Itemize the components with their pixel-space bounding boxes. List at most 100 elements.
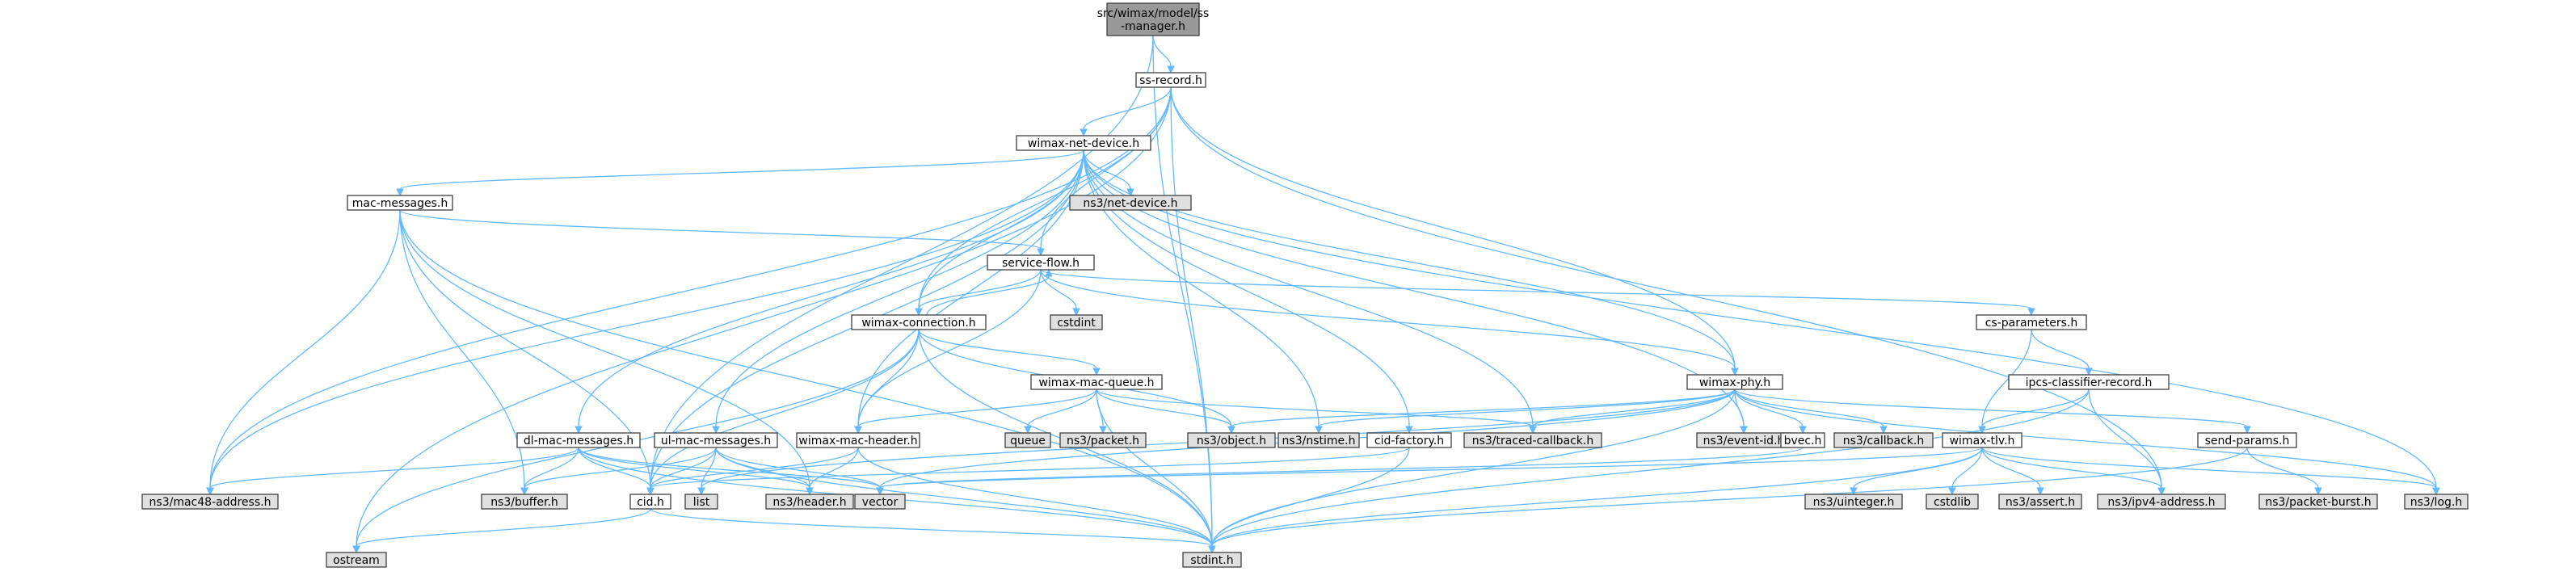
node-ss-record[interactable]: ss-record.h	[1135, 72, 1206, 88]
edge-ss-record-to-stdint	[1170, 86, 1216, 554]
node-ns3-event-id[interactable]: ns3/event-id.h	[1696, 432, 1791, 448]
node-box	[1050, 314, 1103, 330]
edge-wimax-net-device-to-dl-mac-messages	[575, 149, 1084, 435]
node-label: list	[693, 496, 710, 509]
edge-cs-parameters-to-ipcs-classifier-record	[2031, 329, 2093, 376]
node-ns3-packet-burst[interactable]: ns3/packet-burst.h	[2258, 494, 2378, 510]
node-wimax-mac-header[interactable]: wimax-mac-header.h	[796, 432, 920, 448]
node-label: ns3/traced-callback.h	[1472, 435, 1594, 447]
edge-wimax-tlv-to-ns3-log	[1981, 447, 2440, 496]
edge-dl-mac-messages-to-vector	[578, 447, 884, 496]
node-ns3-nstime[interactable]: ns3/nstime.h	[1277, 432, 1360, 448]
node-ostream[interactable]: ostream	[326, 552, 387, 568]
node-ns3-object[interactable]: ns3/object.h	[1187, 432, 1276, 448]
node-box	[765, 494, 854, 510]
node-wimax-tlv[interactable]: wimax-tlv.h	[1942, 432, 2022, 448]
nodes-layer: src/wimax/model/ss-manager.h ss-record.h w…	[141, 2, 2469, 568]
node-ns3-assert[interactable]: ns3/assert.h	[1998, 494, 2082, 510]
edge-wimax-mac-queue-to-queue	[1024, 389, 1097, 435]
node-label: ns3/buffer.h	[490, 496, 558, 509]
edge-wimax-phy-to-ns3-callback	[1734, 389, 1888, 435]
node-ipcs-classifier-record[interactable]: ipcs-classifier-record.h	[2008, 374, 2170, 390]
node-label: mac-messages.h	[352, 197, 448, 210]
node-cstdlib[interactable]: cstdlib	[1926, 494, 1979, 510]
node-ss-manager[interactable]: src/wimax/model/ss-manager.h	[1097, 2, 1210, 36]
edge-mac-messages-to-ns3-mac48-address	[206, 209, 401, 496]
node-box	[1135, 72, 1206, 88]
node-label: dl-mac-messages.h	[524, 435, 633, 447]
node-send-params[interactable]: send-params.h	[2197, 432, 2297, 448]
edge-wimax-mac-queue-to-wimax-mac-header	[854, 389, 1097, 435]
node-wimax-net-device[interactable]: wimax-net-device.h	[1016, 135, 1151, 151]
node-vector[interactable]: vector	[854, 494, 906, 510]
node-label: ns3/ipv4-address.h	[2107, 496, 2215, 509]
edge-wimax-phy-to-bvec	[1734, 389, 1807, 435]
node-label: ns3/event-id.h	[1703, 435, 1785, 447]
node-box	[796, 432, 920, 448]
node-box	[684, 494, 718, 510]
node-ns3-uinteger[interactable]: ns3/uinteger.h	[1804, 494, 1903, 510]
node-label: service-flow.h	[1002, 257, 1080, 270]
node-ns3-header[interactable]: ns3/header.h	[765, 494, 854, 510]
node-ns3-mac48-address[interactable]: ns3/mac48-address.h	[141, 494, 279, 510]
node-box	[1780, 432, 1825, 448]
node-box	[141, 494, 279, 510]
node-box	[1926, 494, 1979, 510]
node-ns3-buffer[interactable]: ns3/buffer.h	[481, 494, 568, 510]
node-mac-messages[interactable]: mac-messages.h	[347, 195, 453, 211]
node-ns3-log[interactable]: ns3/log.h	[2404, 494, 2469, 510]
node-ul-mac-messages[interactable]: ul-mac-messages.h	[654, 432, 778, 448]
edge-cid-factory-to-cid	[646, 447, 1410, 496]
edge-wimax-phy-to-ns3-traced-callback	[1529, 389, 1736, 435]
node-box	[1187, 432, 1276, 448]
edge-wimax-net-device-to-ul-mac-messages	[712, 149, 1084, 435]
node-queue[interactable]: queue	[1004, 432, 1051, 448]
node-label: wimax-phy.h	[1699, 376, 1770, 389]
node-box	[2097, 494, 2226, 510]
node-cstdint[interactable]: cstdint	[1050, 314, 1103, 330]
edge-wimax-mac-header-to-ns3-header	[806, 447, 859, 496]
node-ns3-net-device[interactable]: ns3/net-device.h	[1069, 195, 1192, 211]
node-box	[1182, 552, 1242, 568]
node-label: ss-record.h	[1139, 74, 1202, 87]
edge-wimax-mac-queue-to-stdint	[1096, 389, 1216, 554]
node-label: ns3/packet.h	[1067, 435, 1139, 447]
node-box	[516, 432, 641, 448]
node-ns3-traced-callback[interactable]: ns3/traced-callback.h	[1463, 432, 1602, 448]
node-box	[1059, 432, 1147, 448]
node-box	[629, 494, 671, 510]
node-label: cs-parameters.h	[1985, 317, 2078, 330]
node-label: cstdint	[1057, 317, 1096, 330]
edge-cid-to-stdint	[650, 508, 1216, 554]
node-ns3-ipv4-address[interactable]: ns3/ipv4-address.h	[2097, 494, 2226, 510]
edge-mac-messages-to-ns3-header	[399, 209, 814, 496]
node-dl-mac-messages[interactable]: dl-mac-messages.h	[516, 432, 641, 448]
node-box	[1463, 432, 1602, 448]
edge-wimax-phy-to-ns3-object	[1227, 389, 1736, 435]
edges-layer	[206, 35, 2440, 554]
node-label: wimax-tlv.h	[1950, 435, 2015, 447]
edge-wimax-tlv-to-vector	[876, 447, 1983, 496]
node-ns3-callback[interactable]: ns3/callback.h	[1833, 432, 1934, 448]
node-cid[interactable]: cid.h	[629, 494, 671, 510]
node-label: queue	[1010, 435, 1046, 447]
node-box	[851, 314, 987, 330]
node-wimax-phy[interactable]: wimax-phy.h	[1686, 374, 1783, 390]
node-box	[1366, 432, 1452, 448]
node-box	[1069, 195, 1192, 211]
edge-dl-mac-messages-to-ns3-mac48-address	[206, 447, 579, 496]
node-wimax-mac-queue[interactable]: wimax-mac-queue.h	[1030, 374, 1163, 390]
edge-wimax-net-device-to-mac-messages	[396, 149, 1084, 197]
node-wimax-connection[interactable]: wimax-connection.h	[851, 314, 987, 330]
node-ns3-packet[interactable]: ns3/packet.h	[1059, 432, 1147, 448]
node-list[interactable]: list	[684, 494, 718, 510]
node-service-flow[interactable]: service-flow.h	[987, 254, 1095, 271]
edge-mac-messages-to-service-flow	[399, 209, 1045, 257]
node-bvec[interactable]: bvec.h	[1780, 432, 1825, 448]
node-cs-parameters[interactable]: cs-parameters.h	[1976, 314, 2087, 330]
node-stdint[interactable]: stdint.h	[1182, 552, 1242, 568]
node-cid-factory[interactable]: cid-factory.h	[1366, 432, 1452, 448]
edge-service-flow-to-wimax-phy	[1040, 269, 1739, 376]
edge-wimax-tlv-to-ns3-uinteger	[1850, 447, 1983, 496]
